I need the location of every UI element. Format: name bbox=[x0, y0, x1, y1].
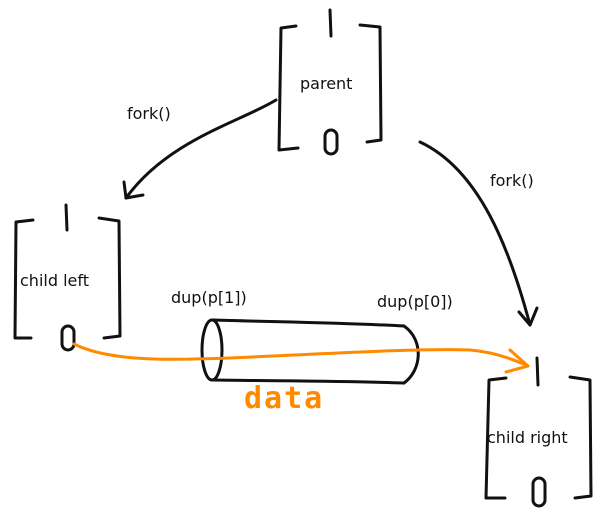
child-right-left-bracket bbox=[484, 376, 508, 500]
data-flow-arrowhead bbox=[504, 348, 530, 374]
child-left-box bbox=[13, 203, 122, 352]
child-left-left-bracket bbox=[13, 218, 35, 340]
child-right-right-bracket bbox=[568, 375, 593, 500]
pipe-read-end-label: dup(p[0]) bbox=[377, 292, 453, 311]
child-right-label: child right bbox=[487, 428, 568, 447]
child-right-fd1-mark bbox=[535, 356, 540, 387]
child-left-fd0-mark bbox=[60, 324, 76, 352]
parent-left-bracket bbox=[277, 24, 300, 152]
child-left-right-bracket bbox=[97, 216, 122, 340]
parent-box bbox=[277, 8, 383, 156]
pipe-bottom-edge bbox=[211, 378, 406, 385]
parent-fd0-mark bbox=[323, 128, 339, 156]
child-left-label: child left bbox=[20, 271, 89, 290]
parent-fd1-mark bbox=[328, 8, 333, 38]
fork-right-arrowhead bbox=[517, 306, 539, 327]
data-flow-arrow bbox=[72, 342, 530, 368]
pipe-right-cap bbox=[402, 324, 420, 385]
parent-label: parent bbox=[300, 74, 353, 93]
fork-left-arrowhead bbox=[122, 180, 145, 200]
child-right-fd0-mark bbox=[531, 476, 547, 508]
pipe-top-edge bbox=[211, 318, 406, 328]
pipe-write-end-label: dup(p[1]) bbox=[171, 288, 247, 307]
child-right-box bbox=[484, 356, 593, 508]
fork-left-arrow bbox=[124, 98, 278, 200]
data-flow-label: data bbox=[244, 381, 325, 416]
child-left-fd1-mark bbox=[64, 203, 69, 232]
parent-right-bracket bbox=[358, 23, 383, 144]
fork-left-label: fork() bbox=[127, 104, 171, 123]
fork-right-label: fork() bbox=[490, 171, 534, 190]
pipe-left-cap bbox=[200, 318, 224, 382]
pipe-cylinder bbox=[200, 318, 420, 385]
fork-right-arrow bbox=[418, 140, 532, 327]
